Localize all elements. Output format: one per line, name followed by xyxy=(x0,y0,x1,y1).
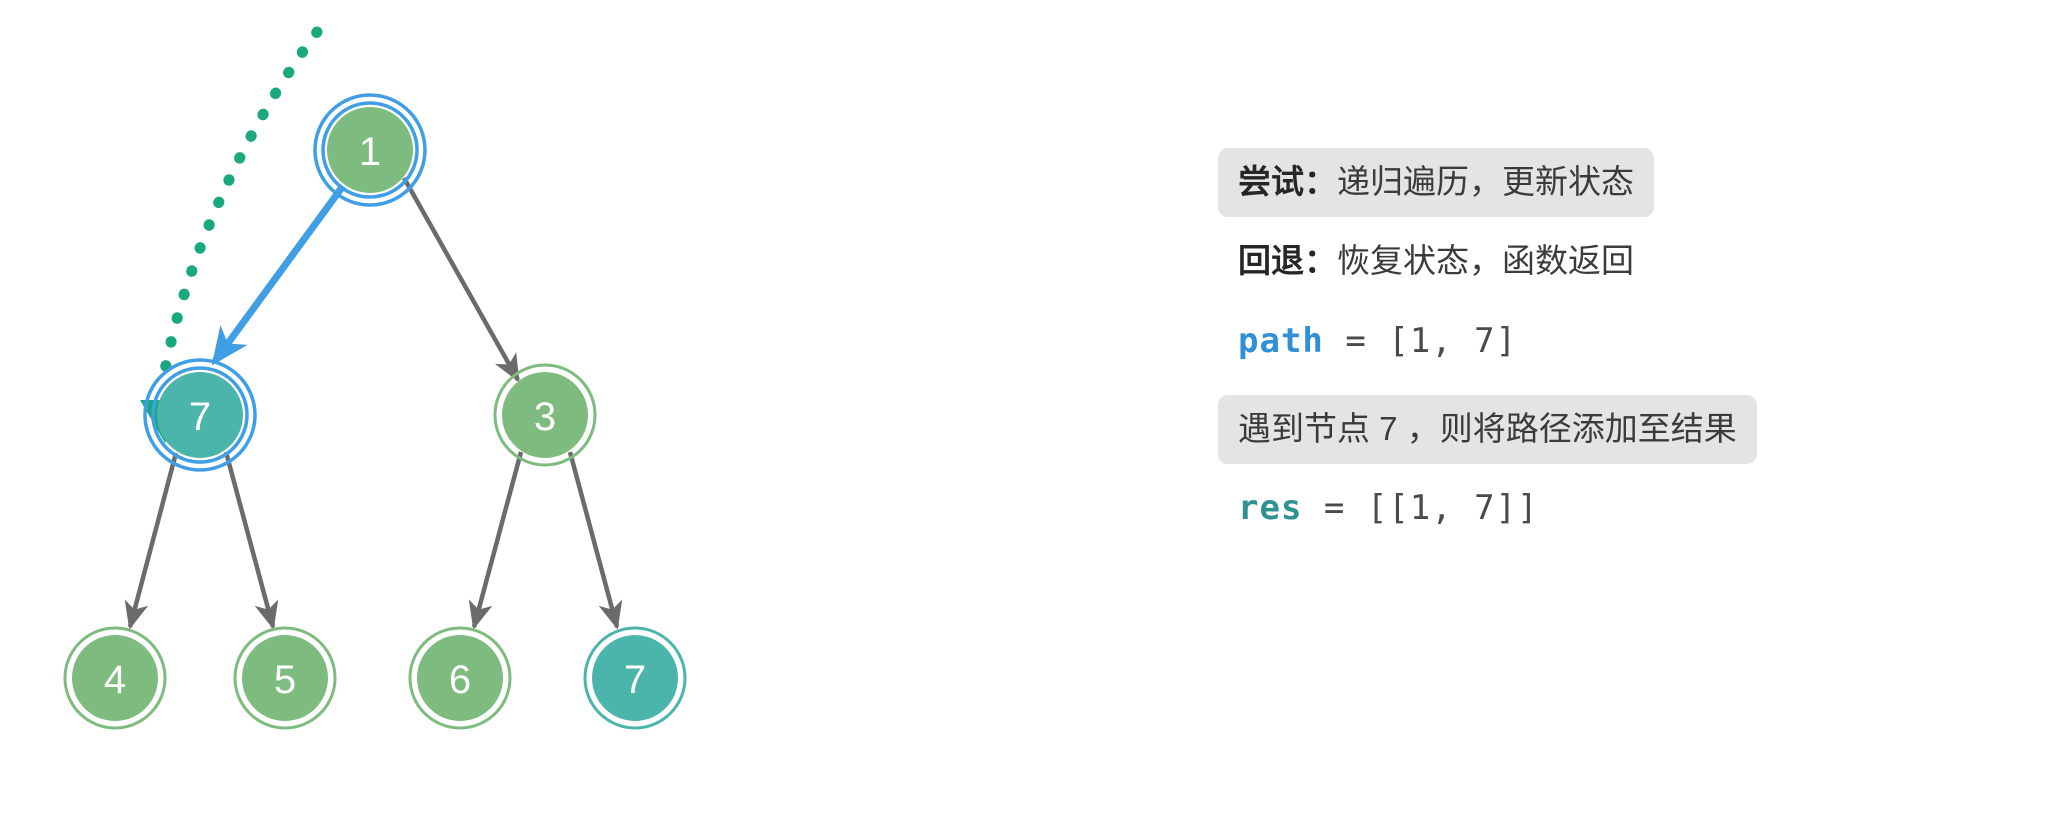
node-7-left-inner-ring xyxy=(151,366,249,464)
note-res-value: = [[1, 7]] xyxy=(1302,488,1539,529)
tree-node-7-left[interactable]: 7 xyxy=(143,358,257,472)
tree-node-4[interactable]: 4 xyxy=(63,626,167,730)
binary-tree-svg: 1 7 3 4 xyxy=(63,26,687,730)
node-4-body xyxy=(72,635,158,721)
note-found: 遇到节点 7 ，则将路径添加至结果 xyxy=(1218,395,1757,465)
node-4-outer-ring xyxy=(63,626,167,730)
note-path-variable: path xyxy=(1238,320,1324,361)
tree-node-6[interactable]: 6 xyxy=(408,626,512,730)
node-5-outer-ring xyxy=(233,626,337,730)
node-1-body xyxy=(327,107,413,193)
tree-node-3[interactable]: 3 xyxy=(493,363,597,467)
note-try: 尝试：递归遍历，更新状态 xyxy=(1218,148,1654,218)
node-7-left-highlight-ring xyxy=(143,358,257,472)
note-row-res: res = [[1, 7]] xyxy=(1218,474,2018,545)
note-res-variable: res xyxy=(1238,488,1303,529)
node-1-inner-ring xyxy=(321,101,419,199)
note-path: path = [1, 7] xyxy=(1218,307,1537,378)
note-row-found: 遇到节点 7 ，则将路径添加至结果 xyxy=(1218,395,2018,465)
edge-n1-n7L-active xyxy=(211,183,346,366)
edge-n1-n3 xyxy=(402,176,520,383)
node-7-left-body xyxy=(157,372,243,458)
node-7-right-body xyxy=(592,635,678,721)
node-7-right-outer-ring xyxy=(583,626,687,730)
note-back: 回退：恢复状态，函数返回 xyxy=(1218,227,1654,296)
note-try-head: 尝试： xyxy=(1238,163,1337,200)
tree-node-7-right[interactable]: 7 xyxy=(583,626,687,730)
node-6-body xyxy=(417,635,503,721)
note-back-body: 恢复状态，函数返回 xyxy=(1337,242,1634,280)
edge-n3-n7R xyxy=(567,451,623,630)
tree-node-1[interactable]: 1 xyxy=(313,93,427,207)
annotation-panel: 尝试：递归遍历，更新状态 回退：恢复状态，函数返回 path = [1, 7] … xyxy=(1218,148,2018,555)
note-path-value: = [1, 7] xyxy=(1323,320,1518,361)
node-3-outer-ring xyxy=(493,363,597,467)
node-1-highlight-ring xyxy=(313,93,427,207)
note-row-back: 回退：恢复状态，函数返回 xyxy=(1218,227,2018,296)
edge-n3-n6 xyxy=(468,451,524,630)
notes-spacer xyxy=(1218,387,2018,395)
note-row-path: path = [1, 7] xyxy=(1218,307,2018,378)
node-3-body xyxy=(502,372,588,458)
note-back-head: 回退： xyxy=(1238,242,1337,280)
note-res: res = [[1, 7]] xyxy=(1218,474,1559,545)
edge-n7L-n4 xyxy=(124,452,179,630)
note-row-try: 尝试：递归遍历，更新状态 xyxy=(1218,148,2018,218)
tree-node-5[interactable]: 5 xyxy=(233,626,337,730)
note-try-body: 递归遍历，更新状态 xyxy=(1337,163,1634,200)
binary-tree-panel: 1 7 3 4 xyxy=(63,26,687,730)
node-6-outer-ring xyxy=(408,626,512,730)
node-5-body xyxy=(242,635,328,721)
edge-group-active xyxy=(211,183,346,366)
edge-n7L-n5 xyxy=(223,451,279,630)
edge-group-gray xyxy=(124,176,623,630)
